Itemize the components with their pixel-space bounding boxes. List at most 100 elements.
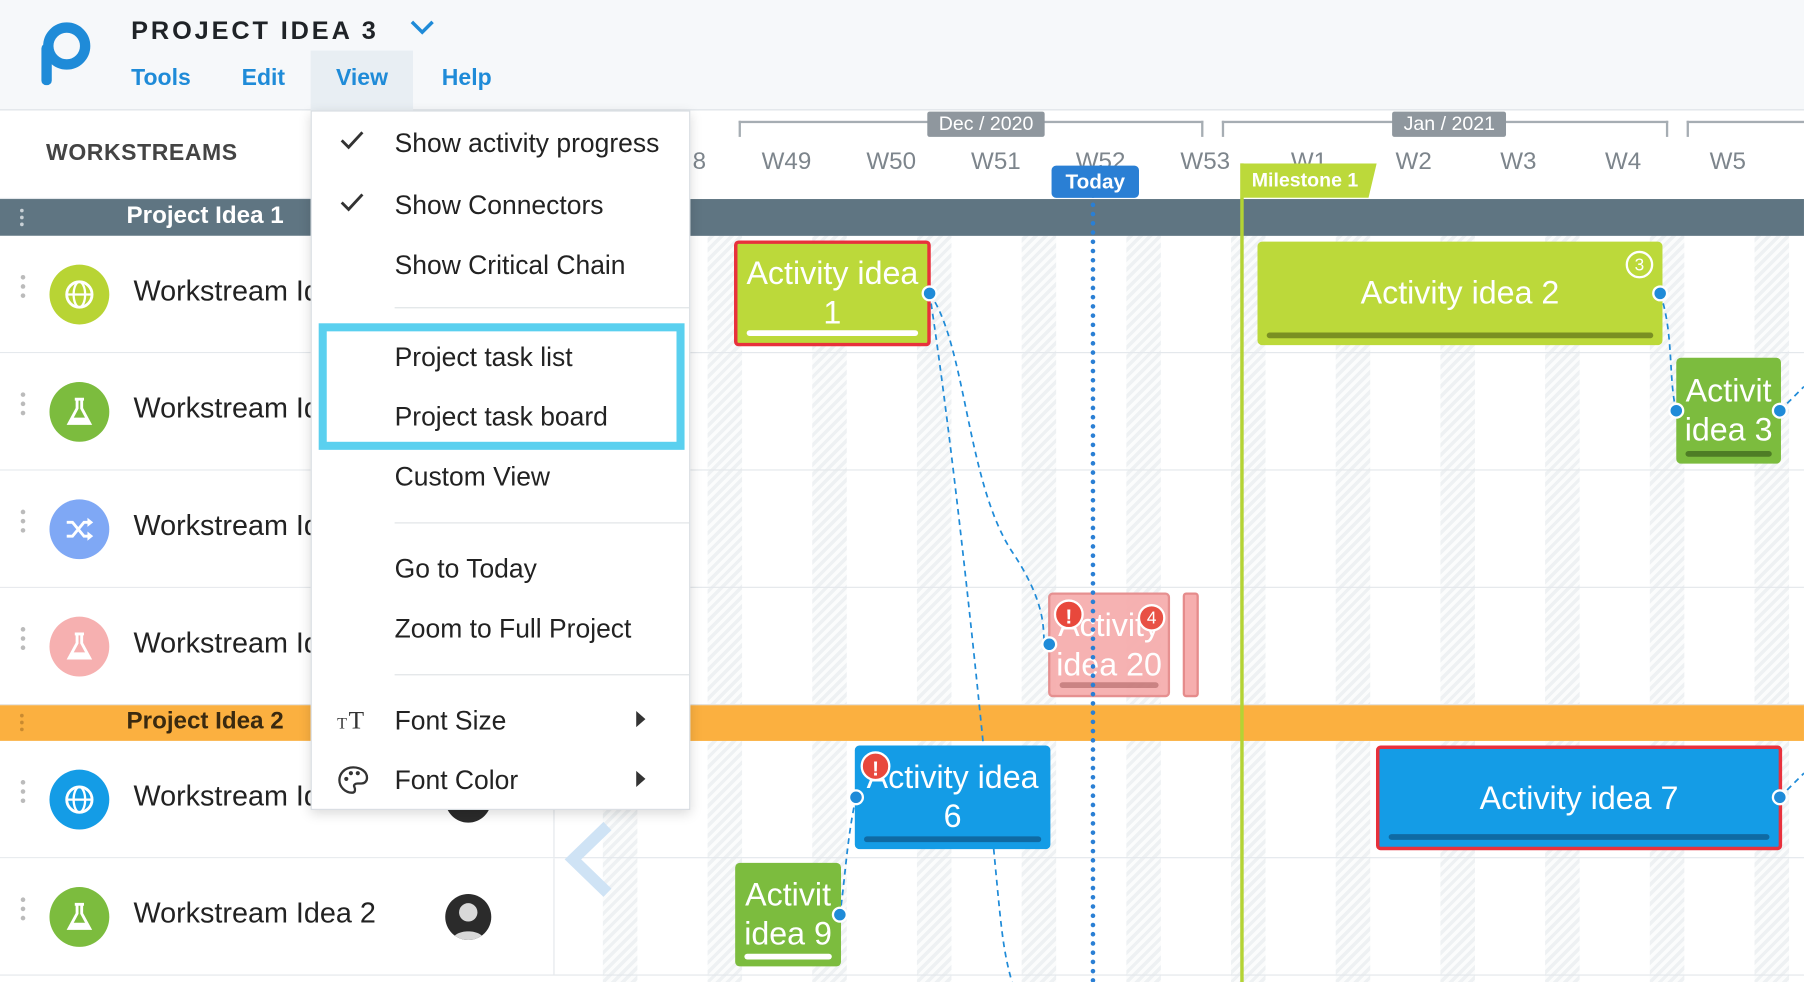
drag-handle-icon[interactable] [20, 208, 25, 227]
menu-divider [394, 522, 690, 524]
connector-handle[interactable] [1771, 402, 1788, 419]
warning-icon: ! [1053, 599, 1084, 630]
scroll-left-arrow-icon[interactable] [561, 819, 619, 900]
activity-bar[interactable]: Activity idea 1 [734, 240, 931, 347]
today-marker[interactable]: Today [1051, 165, 1139, 198]
drag-handle-icon[interactable] [20, 896, 27, 921]
highlight-annotation [318, 323, 685, 450]
warning-icon: ! [860, 751, 891, 782]
drag-handle-icon[interactable] [20, 626, 27, 651]
week-label: 8 [692, 148, 707, 175]
week-label: W50 [866, 148, 917, 175]
menu-item-custom-view[interactable]: Custom View [312, 448, 689, 506]
workstreams-title: WORKSTREAMS [46, 140, 238, 166]
group-bar-project-idea-1[interactable]: Project Idea 1 [0, 199, 1804, 236]
menu-item-label: Zoom to Full Project [394, 613, 632, 644]
menu-item-label: Show activity progress [394, 127, 660, 158]
globe-icon [49, 769, 110, 830]
shuffle-icon [49, 499, 110, 560]
drag-handle-icon[interactable] [20, 779, 27, 804]
menu-item-project-task-board[interactable]: Project task board [312, 388, 689, 446]
progress-bar [1685, 450, 1772, 457]
menu-item-show-critical-chain[interactable]: Show Critical Chain [312, 236, 689, 294]
connector-handle[interactable] [831, 906, 848, 923]
activity-bar[interactable]: Activit idea 9 [735, 862, 842, 967]
workstream-row[interactable]: Workstream Idea 3 [0, 470, 1804, 588]
flask-icon [49, 381, 110, 442]
svg-text:T: T [337, 715, 347, 732]
week-label: W51 [971, 148, 1021, 175]
app-header: PROJECT IDEA 3 Tools Edit View Help [0, 0, 1804, 111]
workstream-name: Workstream Idea 2 [133, 897, 376, 930]
progress-bar [1059, 682, 1159, 688]
connector-handle[interactable] [1652, 285, 1669, 302]
menu-item-show-activity-progress[interactable]: Show activity progress [312, 114, 689, 172]
palette-icon [338, 766, 369, 794]
chevron-down-icon[interactable] [410, 18, 435, 36]
workstream-row[interactable]: Workstream Idea 2 [0, 858, 1804, 976]
activity-label: Activity idea 20 [1056, 606, 1162, 682]
milestone-line [1240, 163, 1244, 982]
menu-divider [394, 674, 690, 676]
menu-item-font-size[interactable]: T T Font Size [312, 691, 689, 749]
progress-bar [746, 330, 919, 336]
count-badge: 4 [1137, 604, 1166, 632]
timeline-header: Dec / 2020 Jan / 2021 8 W49 W50 W51 W52 … [554, 111, 1804, 200]
user-avatar[interactable] [445, 893, 492, 940]
workstream-cell: Workstream Idea 2 [0, 858, 555, 975]
group-name: Project Idea 1 [126, 202, 284, 229]
weekend-column [1754, 199, 1790, 982]
workstream-row[interactable]: Workstream Idea 4 [0, 587, 1804, 706]
drag-handle-icon[interactable] [20, 509, 27, 534]
menu-item-show-connectors[interactable]: Show Connectors [312, 176, 689, 234]
menu-item-label: Show Critical Chain [394, 249, 626, 280]
checkmark-icon [340, 193, 364, 212]
activity-label: Activit idea 9 [744, 876, 832, 952]
menu-edit[interactable]: Edit [241, 65, 286, 91]
activity-bar[interactable]: Activit idea 3 [1676, 357, 1781, 464]
menu-divider [394, 307, 690, 309]
globe-icon [49, 264, 110, 325]
drag-handle-icon[interactable] [20, 713, 25, 732]
drag-handle-icon[interactable] [20, 391, 27, 416]
menu-item-font-color[interactable]: Font Color [312, 751, 689, 809]
week-label: W4 [1604, 148, 1642, 175]
week-label: W2 [1395, 148, 1432, 175]
connector-handle[interactable] [1771, 789, 1788, 806]
app-logo-icon[interactable] [37, 21, 92, 88]
menu-item-label: Show Connectors [394, 189, 604, 220]
weekend-column [1126, 199, 1161, 982]
workstream-row[interactable]: Workstream Idea 2 [0, 353, 1804, 471]
group-name: Project Idea 2 [126, 707, 284, 735]
menu-item-zoom-to-full-project[interactable]: Zoom to Full Project [312, 599, 689, 657]
connector-handle[interactable] [1668, 402, 1685, 419]
menu-help[interactable]: Help [441, 65, 492, 91]
menu-item-go-to-today[interactable]: Go to Today [312, 540, 689, 598]
week-label: W5 [1709, 148, 1746, 175]
menu-view[interactable]: View [310, 50, 414, 111]
menu-item-label: Font Color [394, 765, 519, 795]
activity-label: Activity idea 1 [746, 255, 919, 331]
submenu-arrow-icon [636, 770, 646, 787]
menu-item-label: Project task board [394, 401, 608, 432]
project-title: PROJECT IDEA 3 [131, 16, 379, 45]
week-label: W53 [1180, 148, 1231, 175]
drag-handle-icon[interactable] [20, 274, 27, 299]
connector-handle[interactable] [921, 285, 938, 302]
activity-label: Activit idea 3 [1684, 372, 1773, 448]
milestone-marker[interactable]: Milestone 1 [1240, 163, 1377, 198]
activity-bar-stub[interactable] [1182, 592, 1199, 698]
font-size-icon: T T [337, 706, 365, 734]
connector-handle[interactable] [847, 789, 865, 806]
activity-bar[interactable]: Activity idea 2 3 [1257, 241, 1663, 346]
menu-item-project-task-list[interactable]: Project task list [312, 328, 689, 386]
activity-bar[interactable]: Activity idea 6 [854, 745, 1051, 850]
activity-bar[interactable]: Activity idea 7 [1375, 745, 1783, 851]
group-bar-project-idea-2[interactable]: Project Idea 2 [0, 704, 1804, 741]
svg-text:T: T [349, 706, 365, 734]
connector-handle[interactable] [1041, 636, 1058, 653]
activity-label: Activity idea 7 [1479, 779, 1679, 816]
checkmark-icon [340, 131, 364, 150]
menu-tools[interactable]: Tools [131, 65, 191, 91]
